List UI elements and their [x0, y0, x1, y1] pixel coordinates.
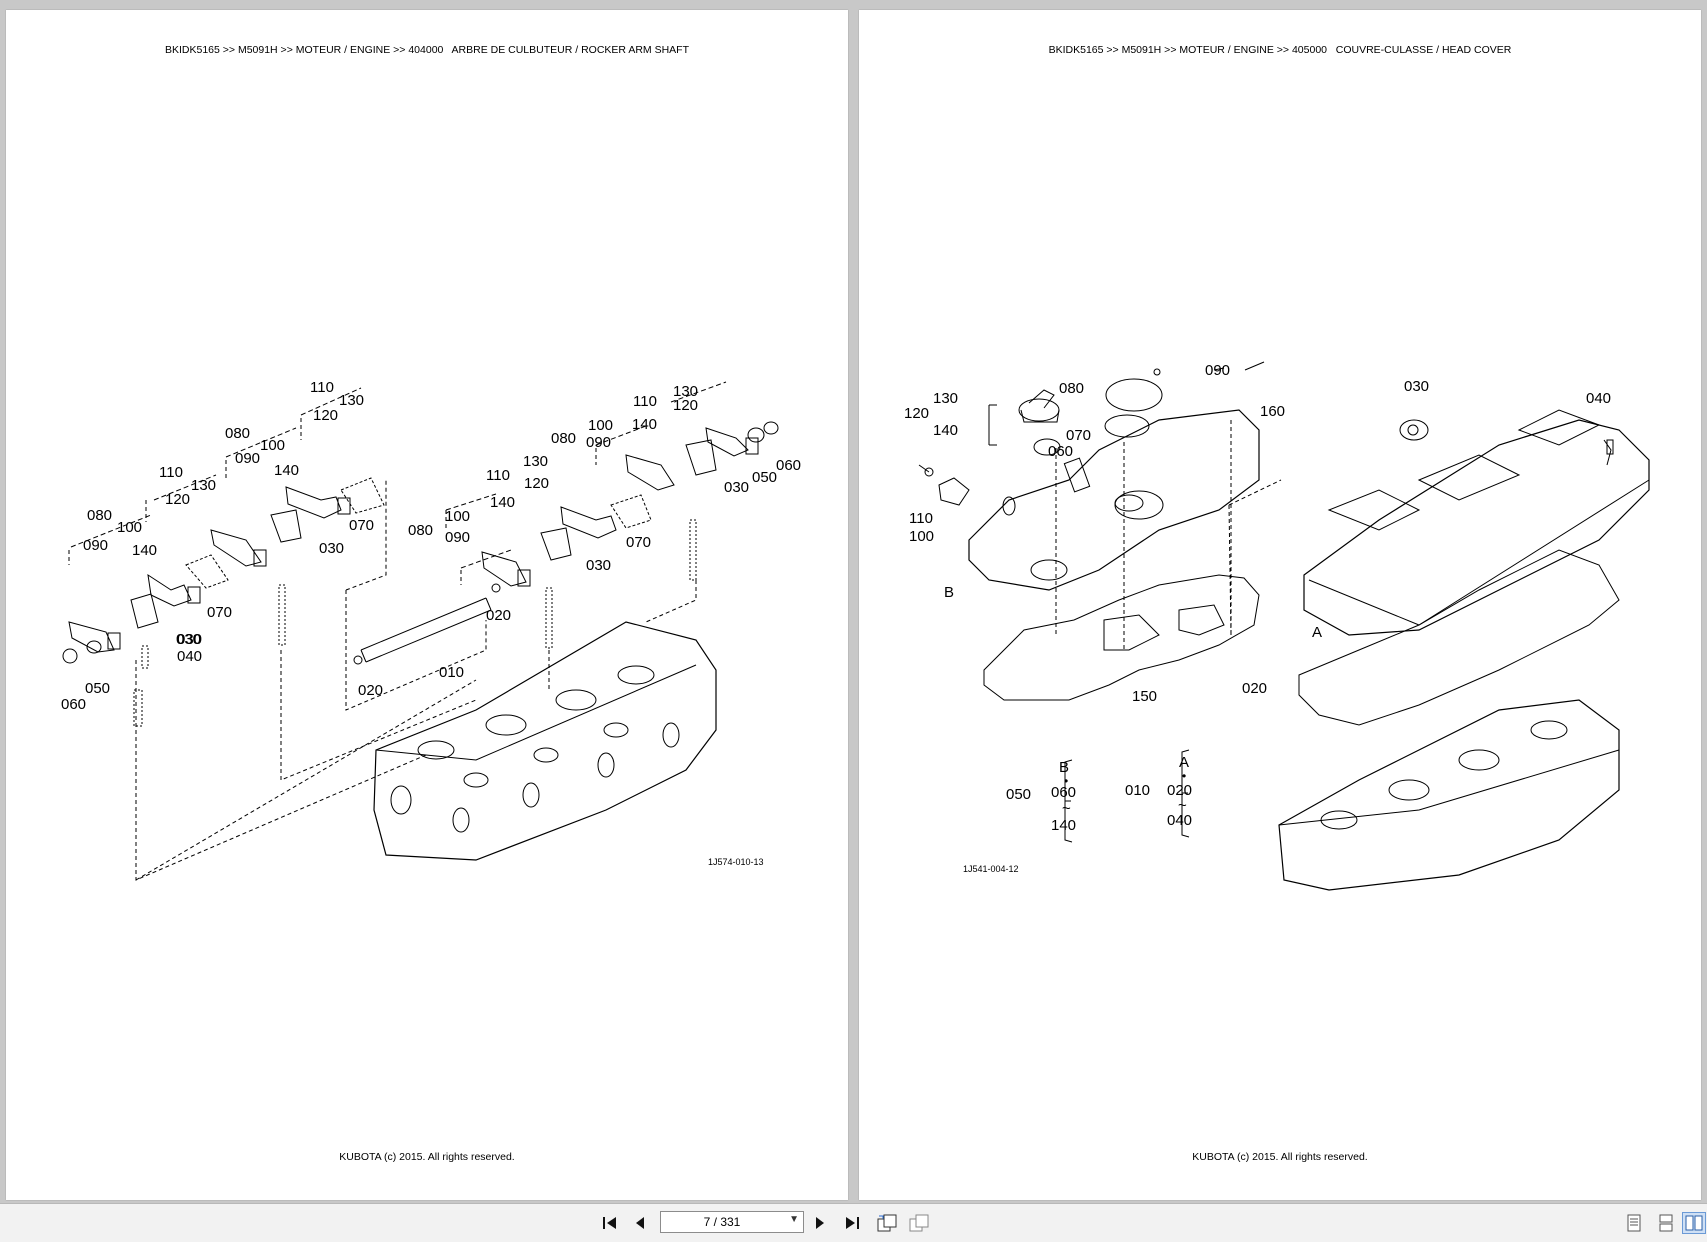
page-header: BKIDK5165 >> M5091H >> MOTEUR / ENGINE >…	[164, 44, 689, 56]
head-cover-diagram: 090 080 130 120 140 070 060 160 110 100 …	[904, 361, 1650, 891]
part-callout-label: 160	[1260, 403, 1285, 420]
part-callout-label: 080	[408, 522, 433, 539]
part-callout-label: 110	[633, 393, 657, 410]
svg-text:•: •	[1182, 769, 1186, 783]
next-page-icon[interactable]	[808, 1212, 832, 1234]
part-callout-label: ~	[1178, 797, 1187, 814]
part-callout-label: 120	[313, 407, 338, 424]
part-callout-label: 110	[159, 464, 183, 481]
part-callout-label: 040	[177, 648, 202, 665]
legend-b-group: 050 B • 060 ~ 140	[1006, 759, 1076, 834]
part-callout-label: ~	[1062, 800, 1071, 817]
part-callout-label: B	[1059, 759, 1069, 776]
part-callout-label: A	[1179, 754, 1189, 771]
part-callout-label: 040	[1167, 812, 1192, 829]
part-callout-label: 130	[191, 477, 216, 494]
part-callout-label: 060	[776, 457, 801, 474]
part-callout-label: 070	[349, 517, 374, 534]
page-footer: KUBOTA (c) 2015. All rights reserved.	[339, 1151, 515, 1163]
part-callout-label: 060	[1051, 784, 1076, 801]
part-callout-label: 090	[235, 450, 260, 467]
part-callout-label: 030	[177, 631, 202, 648]
rocker-arm-shaft-diagram: 110 130 120 080 100 090 140 070 030 110 …	[61, 379, 801, 881]
single-page-view-icon[interactable]	[1622, 1212, 1646, 1234]
part-callout-label: 050	[85, 680, 110, 697]
part-callout-label: 100	[117, 519, 142, 536]
continuous-view-icon[interactable]	[1654, 1212, 1678, 1234]
pdf-page-right: BKIDK5165 >> M5091H >> MOTEUR / ENGINE >…	[859, 10, 1701, 1200]
part-callout-label: 050	[752, 469, 777, 486]
part-callout-label: 120	[904, 405, 929, 422]
part-callout-label: 110	[909, 510, 933, 527]
part-callout-label: 090	[83, 537, 108, 554]
page-indicator: 7 / 331	[703, 1215, 741, 1229]
part-callout-label: 150	[1132, 688, 1157, 705]
part-callout-label: 100	[909, 528, 934, 545]
part-callout-label: 020	[358, 682, 383, 699]
part-callout-label: 020	[1242, 680, 1267, 697]
part-callout-label: A	[1312, 624, 1322, 641]
part-callout-label: B	[944, 584, 954, 601]
part-callout-label: 070	[626, 534, 651, 551]
part-callout-label: 100	[260, 437, 285, 454]
part-callout-label: 140	[274, 462, 299, 479]
part-callout-label: 110	[486, 467, 510, 484]
part-callout-label: 130	[523, 453, 548, 470]
part-callout-label: 140	[132, 542, 157, 559]
page-layout-icon[interactable]	[875, 1212, 899, 1234]
part-callout-label: 030	[319, 540, 344, 557]
part-callout-label: 140	[632, 416, 657, 433]
figure-code: 1J574-010-13	[708, 857, 764, 867]
part-callout-label: 090	[586, 434, 611, 451]
part-callout-label: 140	[1051, 817, 1076, 834]
two-page-view-icon[interactable]	[1682, 1212, 1706, 1234]
part-callout-label: 130	[933, 390, 958, 407]
part-callout-label: 130	[673, 383, 698, 400]
part-callout-label: 030	[176, 631, 201, 648]
document-viewport[interactable]: BKIDK5165 >> M5091H >> MOTEUR / ENGINE >…	[0, 0, 1707, 1203]
part-callout-label: 040	[1586, 390, 1611, 407]
part-callout-label: 030	[724, 479, 749, 496]
part-callout-label: 130	[339, 392, 364, 409]
chevron-down-icon: ▼	[789, 1214, 799, 1225]
part-callout-label: 030	[1404, 378, 1429, 395]
part-callout-label: 120	[524, 475, 549, 492]
part-callout-label: 030	[586, 557, 611, 574]
part-callout-label: 120	[673, 397, 698, 414]
svg-text:•: •	[1064, 774, 1068, 788]
viewer-toolbar: 7 / 331 ▼	[0, 1203, 1707, 1242]
figure-code: 1J541-004-12	[963, 864, 1019, 874]
part-callout-label: 080	[225, 425, 250, 442]
part-callout-label: 010	[1125, 782, 1150, 799]
previous-page-icon[interactable]	[628, 1212, 652, 1234]
part-callout-label: 090	[1205, 362, 1230, 379]
pdf-page-left: BKIDK5165 >> M5091H >> MOTEUR / ENGINE >…	[6, 10, 848, 1200]
part-callout-label: 140	[490, 494, 515, 511]
part-callout-label: 080	[1059, 380, 1084, 397]
last-page-icon[interactable]	[840, 1212, 864, 1234]
part-callout-label: 100	[588, 417, 613, 434]
first-page-icon[interactable]	[598, 1212, 622, 1234]
part-callout-label: 110	[310, 379, 334, 396]
part-callout-label: 100	[445, 508, 470, 525]
legend-a-group: 010 A • 020 ~ 040	[1125, 754, 1192, 829]
part-callout-label: 050	[1006, 786, 1031, 803]
page-footer: KUBOTA (c) 2015. All rights reserved.	[1192, 1151, 1368, 1163]
part-callout-label: 020	[486, 607, 511, 624]
part-callout-label: 020	[1167, 782, 1192, 799]
part-callout-label: 080	[551, 430, 576, 447]
part-callout-label: 070	[1066, 427, 1091, 444]
page-number-select[interactable]: 7 / 331 ▼	[660, 1211, 804, 1233]
part-callout-label: 120	[165, 491, 190, 508]
part-callout-label: 140	[933, 422, 958, 439]
page-compare-icon[interactable]	[907, 1212, 931, 1234]
part-callout-label: 070	[207, 604, 232, 621]
part-callout-label: 080	[87, 507, 112, 524]
part-callout-label: 060	[1048, 443, 1073, 460]
page-header: BKIDK5165 >> M5091H >> MOTEUR / ENGINE >…	[1048, 44, 1512, 56]
part-callout-label: 090	[445, 529, 470, 546]
part-callout-label: 010	[439, 664, 464, 681]
part-callout-label: 060	[61, 696, 86, 713]
